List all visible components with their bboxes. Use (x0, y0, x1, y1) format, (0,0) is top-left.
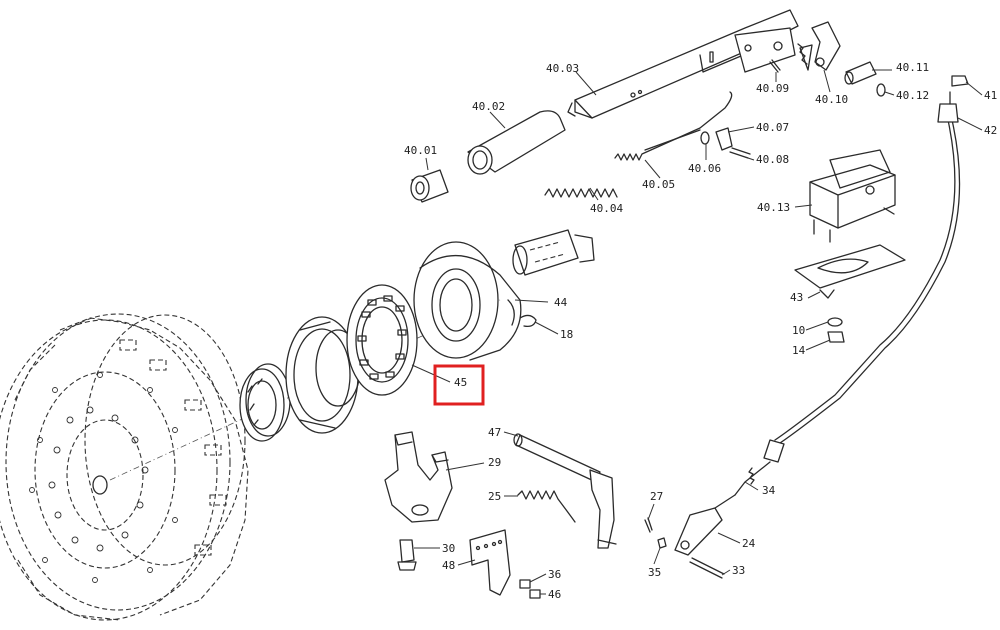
label-30: 30 (442, 542, 455, 555)
label-36: 36 (548, 568, 561, 581)
label-40-08: 40.08 (756, 153, 789, 166)
clip-40-06-40-07 (700, 127, 733, 151)
spring-25 (517, 490, 576, 523)
part-labels: 40.01 40.02 40.03 40.04 40.05 40.06 40.0… (404, 61, 997, 601)
pin-40-11 (844, 61, 877, 85)
label-25: 25 (488, 490, 501, 503)
label-14: 14 (792, 344, 806, 357)
highlight-box-part-45[interactable] (433, 364, 485, 406)
label-48: 48 (442, 559, 455, 572)
label-45: 45 (454, 376, 467, 389)
shaft-47 (513, 433, 617, 549)
label-40-11: 40.11 (896, 61, 929, 74)
ring-40-12 (876, 83, 886, 97)
nut-14 (827, 331, 845, 343)
label-40-05: 40.05 (642, 178, 675, 191)
release-fork-29 (384, 431, 453, 523)
label-40-01: 40.01 (404, 144, 437, 157)
label-47: 47 (488, 426, 501, 439)
handle-grip-40-02 (467, 110, 566, 175)
release-collar (285, 316, 361, 434)
leader-lines (411, 69, 983, 595)
bracket-48 (469, 529, 511, 596)
label-24: 24 (742, 537, 756, 550)
rod-40-05 (614, 91, 733, 161)
label-27: 27 (650, 490, 663, 503)
cable-assembly (674, 75, 969, 556)
spring-40-04 (544, 188, 618, 198)
part-45-release-bearing (346, 284, 418, 396)
bolt-40-08 (729, 147, 751, 159)
nut-10 (827, 317, 843, 327)
label-42: 42 (984, 124, 997, 137)
label-29: 29 (488, 456, 501, 469)
end-cap-40-01 (410, 169, 449, 203)
label-34: 34 (762, 484, 776, 497)
label-40-03: 40.03 (546, 62, 579, 75)
grease-nipple-30 (397, 539, 417, 571)
label-40-07: 40.07 (756, 121, 789, 134)
label-40-06: 40.06 (688, 162, 721, 175)
plate-43 (794, 244, 906, 299)
label-40-02: 40.02 (472, 100, 505, 113)
label-46: 46 (548, 588, 561, 601)
label-40-13: 40.13 (757, 201, 790, 214)
label-40-04: 40.04 (590, 202, 623, 215)
label-33: 33 (732, 564, 745, 577)
clip-27-35 (644, 517, 667, 549)
pin-33 (689, 557, 725, 579)
label-41: 41 (984, 89, 997, 102)
label-18: 18 (560, 328, 573, 341)
pin-40-09 (769, 59, 781, 73)
clutch-assembly (0, 313, 249, 621)
bracket-40-13 (809, 149, 896, 243)
label-40-09: 40.09 (756, 82, 789, 95)
bearing-carrier-44 (413, 229, 595, 361)
label-35: 35 (648, 566, 661, 579)
label-44: 44 (554, 296, 568, 309)
pilot-bearing (239, 363, 291, 442)
label-40-10: 40.10 (815, 93, 848, 106)
label-43: 43 (790, 291, 803, 304)
handbrake-lever-40-03 (567, 9, 841, 119)
label-40-12: 40.12 (896, 89, 929, 102)
label-10: 10 (792, 324, 805, 337)
bolts-36-46 (519, 579, 541, 599)
